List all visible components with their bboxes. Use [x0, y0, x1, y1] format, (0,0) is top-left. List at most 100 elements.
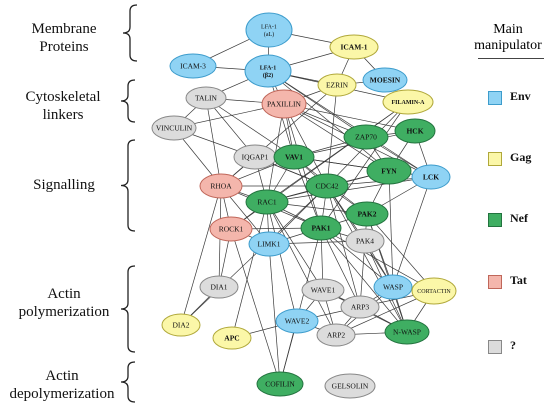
edge-pak2-cortactin [366, 213, 435, 292]
node-label-pak4: PAK4 [356, 237, 374, 246]
node-shape-icam3 [169, 53, 217, 79]
node-gelsolin: GELSOLIN [324, 373, 376, 399]
node-shape-fyn [366, 157, 412, 185]
legend-swatch-env [488, 91, 502, 105]
node-shape-pak2 [345, 201, 389, 227]
legend-divider [478, 58, 544, 59]
node-shape-gelsolin [324, 373, 376, 399]
edge-pak1-arp3 [320, 227, 361, 308]
node-pak2: PAK2 [345, 201, 389, 227]
category-braces [120, 4, 138, 403]
node-iqgap1: IQGAP1 [233, 144, 277, 170]
node-shape-nwasp [384, 319, 430, 345]
node-shape-rock1 [209, 216, 253, 242]
edge-lfa1b2-lck [267, 70, 432, 178]
edge-rac1-wave1 [266, 201, 324, 291]
node-shape-rhoa [199, 173, 243, 199]
legend-item-env: Env [488, 89, 548, 105]
edge-fyn-wasp [388, 170, 394, 288]
node-shape-lck [411, 164, 451, 190]
category-cytoskeletal-label: Cytoskeletal linkers [25, 89, 101, 123]
node-shape-icam1 [329, 34, 379, 60]
node-cofilin: COFILIN [256, 371, 304, 397]
node-shape-talin [185, 86, 227, 110]
legend-swatch-tat [488, 275, 502, 289]
category-actin-polymerization-label: Actin polymerization [18, 286, 110, 320]
category-brace-signalling [120, 139, 136, 232]
node-shape-cofilin [256, 371, 304, 397]
node-label-paxillin: PAXILLIN [267, 100, 301, 109]
node-cdc42: CDC42 [305, 173, 349, 199]
node-label-cofilin: COFILIN [265, 380, 295, 389]
node-label-ezrin: EZRIN [326, 81, 349, 90]
node-label-apc: APC [224, 334, 239, 343]
category-signalling-label: Signalling [33, 177, 95, 193]
edge-paxillin-hck [283, 103, 416, 132]
node-label-moesin: MOESIN [370, 76, 401, 85]
node-paxillin: PAXILLIN [261, 89, 307, 119]
legend-label-nef: Nef [510, 211, 528, 225]
edge-filamina-pak1 [320, 101, 409, 229]
node-rhoa: RHOA [199, 173, 243, 199]
node-shape-lfa1b2 [244, 54, 292, 88]
edge-cdc42-nwasp [326, 185, 408, 333]
node-shape-filamina [382, 89, 434, 115]
node-shape-wasp [373, 274, 413, 300]
edge-pak1-nwasp [320, 227, 408, 333]
node-shape-wave1 [301, 278, 345, 302]
edge-paxillin-fyn [283, 103, 390, 172]
node-apc: APC [212, 326, 252, 350]
legend-item-tat: Tat [488, 273, 548, 289]
node-label-lck: LCK [423, 173, 439, 182]
node-shape-pak4 [345, 228, 385, 254]
node-wave1: WAVE1 [301, 278, 345, 302]
node-arp3: ARP3 [340, 295, 380, 319]
node-label-cortactin: CORTACTIN [417, 289, 451, 295]
node-label-limk1: LIMK1 [258, 240, 281, 249]
node-label-filamina: FILAMIN-A [392, 100, 426, 106]
legend-item-gag: Gag [488, 150, 548, 166]
node-zap70: ZAP70 [343, 124, 389, 150]
legend-label-env: Env [510, 89, 531, 103]
legend-item-unknown: ? [488, 338, 548, 354]
edge-lck-wasp [392, 176, 432, 288]
node-label-lfa1b2: LFA-1(β2) [260, 65, 277, 79]
node-label-fyn: FYN [381, 167, 397, 176]
node-moesin: MOESIN [362, 67, 408, 93]
edge-pak1-cortactin [320, 227, 435, 292]
node-shape-wave2 [275, 308, 319, 334]
edge-ezrin-cdc42 [326, 84, 338, 187]
node-cortactin: CORTACTIN [411, 277, 457, 305]
category-actin-depolymerization-label: Actin depolymerization [9, 368, 115, 402]
node-label-icam1: ICAM-1 [340, 43, 367, 52]
category-brace-actin_poly [120, 265, 136, 353]
node-lfa1al: LFA-1(aL) [245, 12, 293, 48]
node-label-arp2: ARP2 [327, 331, 346, 340]
node-shape-pak1 [300, 215, 342, 241]
node-shape-rac1 [245, 189, 289, 215]
node-label-nwasp: N-WASP [393, 328, 421, 337]
node-vinculin: VINCULIN [151, 115, 197, 141]
node-label-wasp: WASP [383, 283, 403, 292]
category-brace-actin_depoly [120, 361, 136, 403]
node-rac1: RAC1 [245, 189, 289, 215]
node-label-zap70: ZAP70 [355, 133, 377, 142]
node-pak4: PAK4 [345, 228, 385, 254]
node-label-vinculin: VINCULIN [156, 124, 193, 133]
node-label-icam3: ICAM-3 [180, 62, 206, 71]
edge-rac1-apc [231, 201, 268, 339]
node-talin: TALIN [185, 86, 227, 110]
node-label-wave2: WAVE2 [285, 317, 310, 326]
node-shape-vinculin [151, 115, 197, 141]
legend-swatch-nef [488, 213, 502, 227]
node-shape-hck [394, 118, 436, 144]
node-label-talin: TALIN [195, 94, 217, 103]
edge-limk1-cofilin [268, 243, 281, 385]
node-label-rhoa: RHOA [210, 182, 232, 191]
node-label-cdc42: CDC42 [316, 182, 339, 191]
node-pak1: PAK1 [300, 215, 342, 241]
node-arp2: ARP2 [316, 323, 356, 347]
edge-rock1-cofilin [230, 228, 281, 385]
